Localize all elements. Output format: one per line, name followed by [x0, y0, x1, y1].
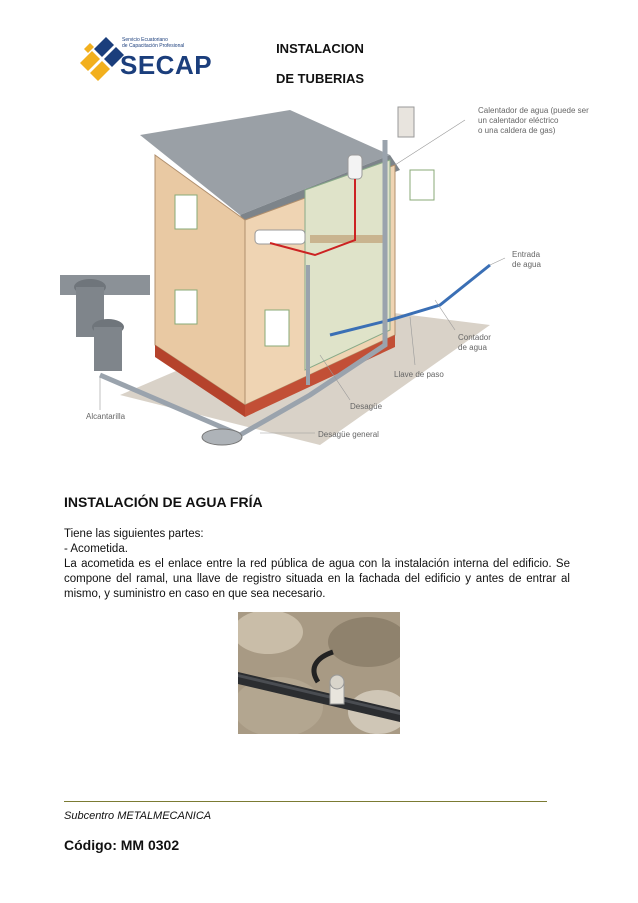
label-sewer: Alcantarilla — [86, 412, 126, 421]
label-water-inlet: Entrada de agua — [512, 250, 541, 269]
logo-mark — [80, 37, 124, 81]
label-water-heater: Calentador de agua (puede ser un calenta… — [478, 106, 589, 135]
house-plumbing-illustration — [60, 106, 506, 446]
label-water-meter: Contador de agua — [458, 333, 491, 352]
footer-subcentro: Subcentro METALMECANICA — [64, 810, 212, 822]
header-title-line1: INSTALACION — [276, 41, 364, 56]
logo-wordmark: SECAP — [120, 50, 213, 80]
body-paragraph: La acometida es el enlace entre la red p… — [64, 558, 570, 600]
secap-logo — [80, 37, 124, 81]
label-main-drain: Desagüe general — [318, 430, 379, 439]
body-line-item: - Acometida. — [64, 543, 128, 555]
footer-rule — [64, 801, 547, 802]
label-stop-valve: Llave de paso — [394, 370, 444, 379]
body-line-intro: Tiene las siguientes partes: — [64, 528, 204, 540]
section-body: Tiene las siguientes partes: - Acometida… — [64, 527, 570, 602]
label-drain: Desagüe — [350, 402, 383, 411]
logo-subtitle: Servicio Ecuatoriano de Capacitación Pro… — [122, 37, 185, 49]
footer-code: Código: MM 0302 — [64, 837, 180, 853]
section-title: INSTALACIÓN DE AGUA FRÍA — [64, 494, 263, 510]
header-title-line2: DE TUBERIAS — [275, 71, 365, 86]
pipe-connection-photo — [238, 612, 400, 734]
